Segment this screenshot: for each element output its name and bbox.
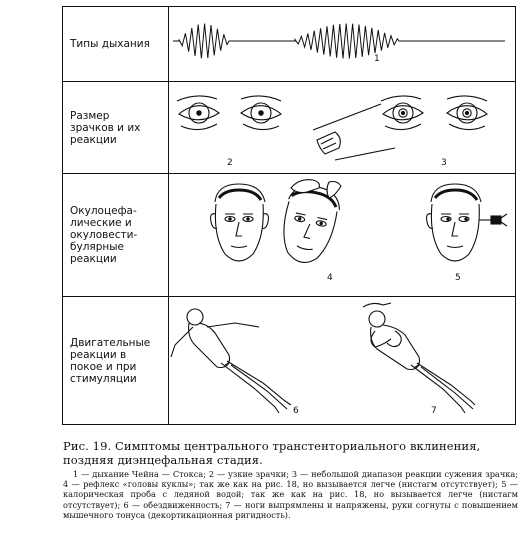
motor-illustration: 6 7 [169, 297, 515, 425]
caption-title: Рис. 19. Симптомы центрального транстент… [63, 439, 481, 467]
row-label-cell: Окулоцефа- лические и окуловести- булярн… [63, 174, 169, 296]
body-decorticate [362, 302, 476, 414]
row-motor: Двигательные реакции в покое и при стиму… [63, 297, 515, 425]
pupils-illustration: 2 [169, 82, 515, 173]
figure-number-4: 4 [327, 273, 333, 283]
heads-drawing: 4 [210, 179, 508, 283]
syringe-icon [479, 213, 508, 227]
row-label-cell: Типы дыхания [63, 7, 169, 81]
eye-right-small-pupil [240, 95, 282, 131]
hand-icon [290, 179, 342, 199]
figure-number-7: 7 [431, 406, 437, 416]
row-pupils: Размер зрачков и их реакции [63, 82, 515, 174]
figure-number-6: 6 [293, 406, 299, 416]
head-caloric-test [426, 183, 482, 262]
oculo-illustration: 4 [169, 174, 515, 296]
pupils-label: Размер зрачков и их реакции [70, 109, 141, 146]
row-breathing: Типы дыхания 1 [63, 7, 515, 82]
figure-number-2: 2 [227, 158, 233, 168]
eye-right-reactive-pupil [446, 95, 488, 131]
row-label-cell: Двигательные реакции в покое и при стиму… [63, 297, 169, 425]
motor-label: Двигательные реакции в покое и при стиму… [70, 337, 151, 385]
breathing-label: Типы дыхания [70, 38, 150, 50]
breathing-wave [173, 23, 505, 59]
head-front [210, 183, 269, 262]
symptom-table: Типы дыхания 1 Размер зрачков и их реакц… [62, 6, 516, 425]
figure-number-1: 1 [374, 54, 380, 64]
figure-caption: Рис. 19. Симптомы центрального транстент… [63, 439, 518, 520]
caption-legend: 1 — дыхание Чейна — Стокса; 2 — узкие зр… [63, 469, 518, 520]
flashlight-icon [316, 131, 341, 155]
row-label-cell: Размер зрачков и их реакции [63, 82, 169, 173]
row-oculo: Окулоцефа- лические и окуловести- булярн… [63, 174, 515, 297]
body-immobile [170, 308, 292, 414]
breathing-illustration: 1 [169, 7, 515, 81]
oculo-label: Окулоцефа- лические и окуловести- булярн… [70, 205, 138, 265]
pupils-drawing: 2 [176, 95, 488, 168]
eye-left-small-pupil [176, 95, 220, 131]
bodies-drawing: 6 7 [170, 302, 476, 416]
cheyne-stokes-waveform: 1 [173, 23, 505, 64]
figure-number-3: 3 [441, 158, 447, 168]
figure-number-5: 5 [455, 273, 461, 283]
eye-left-reactive-pupil [380, 95, 424, 131]
